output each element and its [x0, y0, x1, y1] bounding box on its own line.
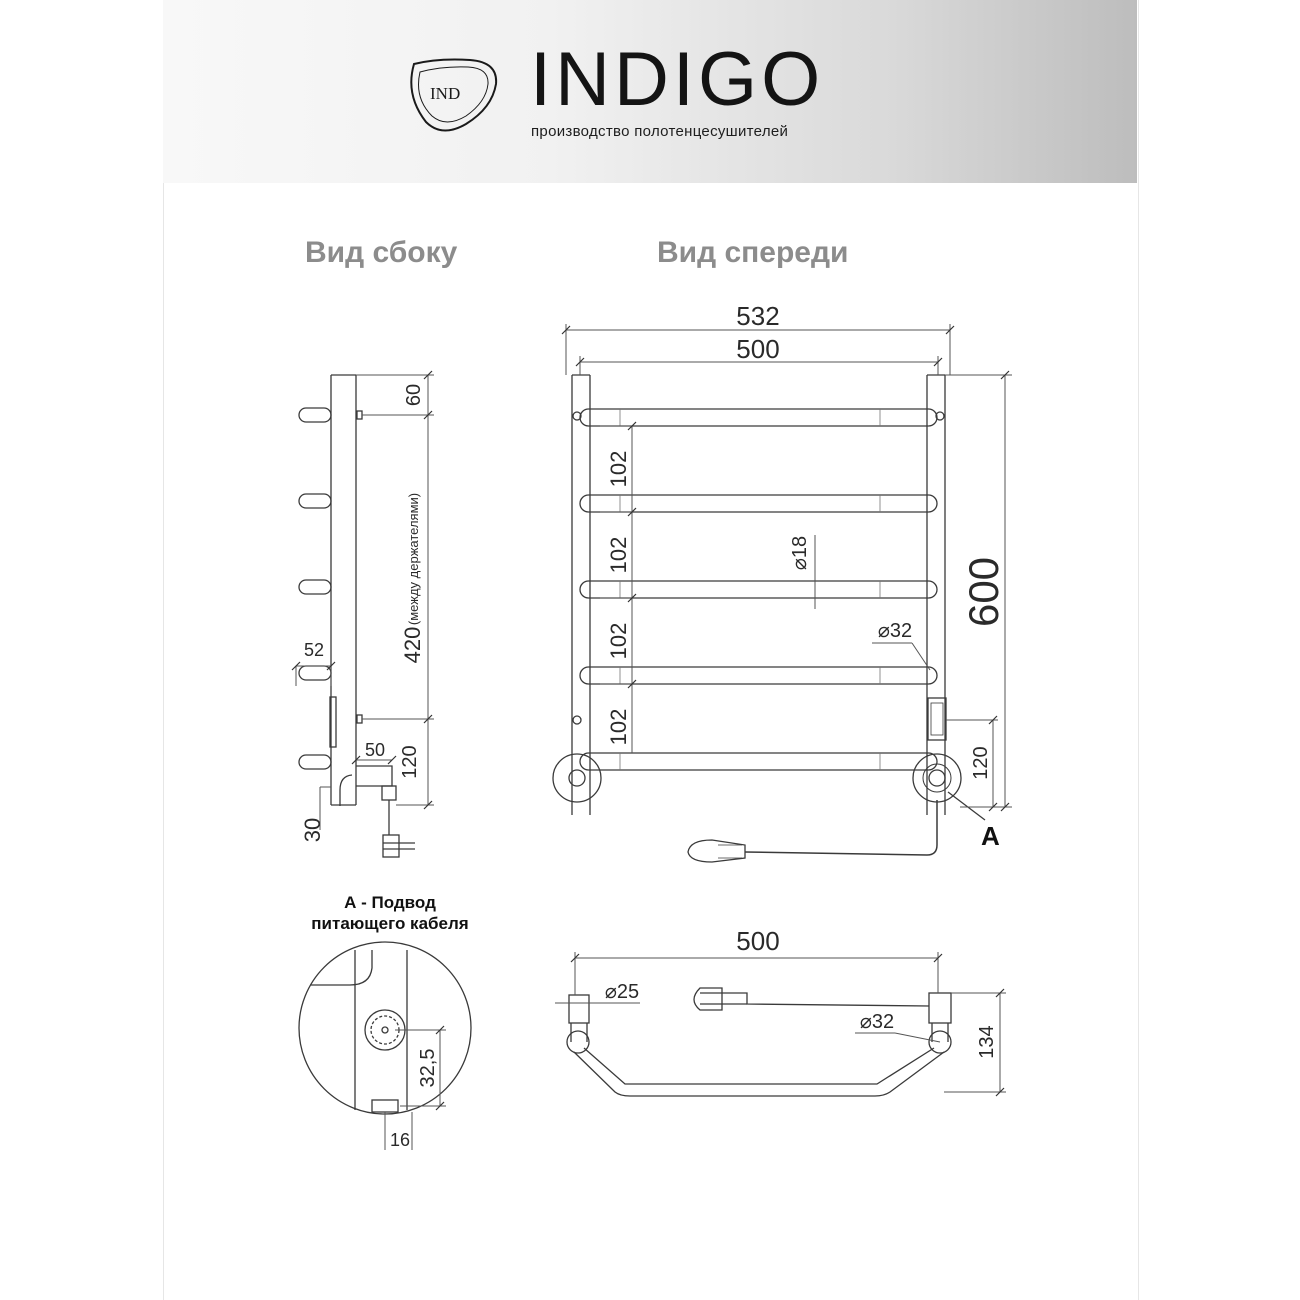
front-view-title: Вид спереди — [657, 236, 849, 269]
dim-d32-top: ⌀32 — [860, 1011, 894, 1033]
side-dimension-lines — [295, 374, 434, 830]
dim-532: 532 — [736, 301, 779, 331]
top-view — [566, 987, 952, 1097]
dim-120-front: 120 — [970, 746, 992, 779]
top-dimension-labels: 500 ⌀25 ⌀32 134 — [605, 926, 998, 1059]
callout-a: A — [981, 821, 1000, 851]
logo-text: IND — [430, 84, 460, 103]
detail-a — [298, 941, 472, 1115]
top-dimension-ticks — [570, 953, 1005, 1097]
dim-102-1: 102 — [606, 451, 631, 488]
dim-50: 50 — [365, 740, 385, 760]
dim-d32-front: ⌀32 — [878, 620, 912, 642]
dim-120-side: 120 — [399, 745, 421, 778]
detail-a-title-line1: А - Подвод — [344, 893, 436, 912]
top-dimension-lines — [555, 952, 1006, 1093]
side-dimension-labels: 60 420 (между держателями) 52 50 120 30 — [300, 384, 425, 842]
dim-420-note: (между держателями) — [406, 493, 421, 625]
dim-30: 30 — [300, 818, 325, 842]
side-rungs — [298, 407, 332, 770]
dim-32-5: 32,5 — [417, 1049, 439, 1088]
brand-logo: IND — [410, 58, 498, 132]
dim-102-3: 102 — [606, 623, 631, 660]
brand-tagline: производство полотенцесушителей — [531, 123, 789, 140]
detail-a-title: А - Подвод питающего кабеля — [290, 892, 490, 935]
detail-dimension-lines — [384, 1029, 446, 1150]
dim-600: 600 — [960, 557, 1007, 627]
front-dimension-lines — [565, 324, 1012, 808]
dim-420: 420 — [400, 627, 425, 664]
dim-102-4: 102 — [606, 709, 631, 746]
brand-name: INDIGO — [530, 37, 825, 122]
dim-500-front: 500 — [736, 334, 779, 364]
dim-52: 52 — [304, 640, 324, 660]
detail-a-title-line2: питающего кабеля — [311, 914, 469, 934]
dim-102-2: 102 — [606, 537, 631, 574]
brand-banner — [163, 0, 1137, 183]
dim-16: 16 — [390, 1130, 410, 1150]
side-view-title: Вид сбоку — [305, 236, 458, 269]
dim-d25: ⌀25 — [605, 981, 639, 1003]
drawing-sheet — [163, 0, 1139, 1300]
front-dimension-labels: 532 500 600 120 102 102 102 102 ⌀18 ⌀32 — [606, 301, 1007, 780]
side-view — [298, 374, 415, 858]
dim-d18: ⌀18 — [789, 536, 811, 570]
dim-60: 60 — [403, 384, 425, 406]
dim-500-top: 500 — [736, 926, 779, 956]
detail-dimension-labels: 32,5 16 — [390, 1049, 439, 1150]
dim-134: 134 — [976, 1025, 998, 1058]
front-rungs — [579, 408, 938, 771]
front-view — [552, 374, 986, 863]
